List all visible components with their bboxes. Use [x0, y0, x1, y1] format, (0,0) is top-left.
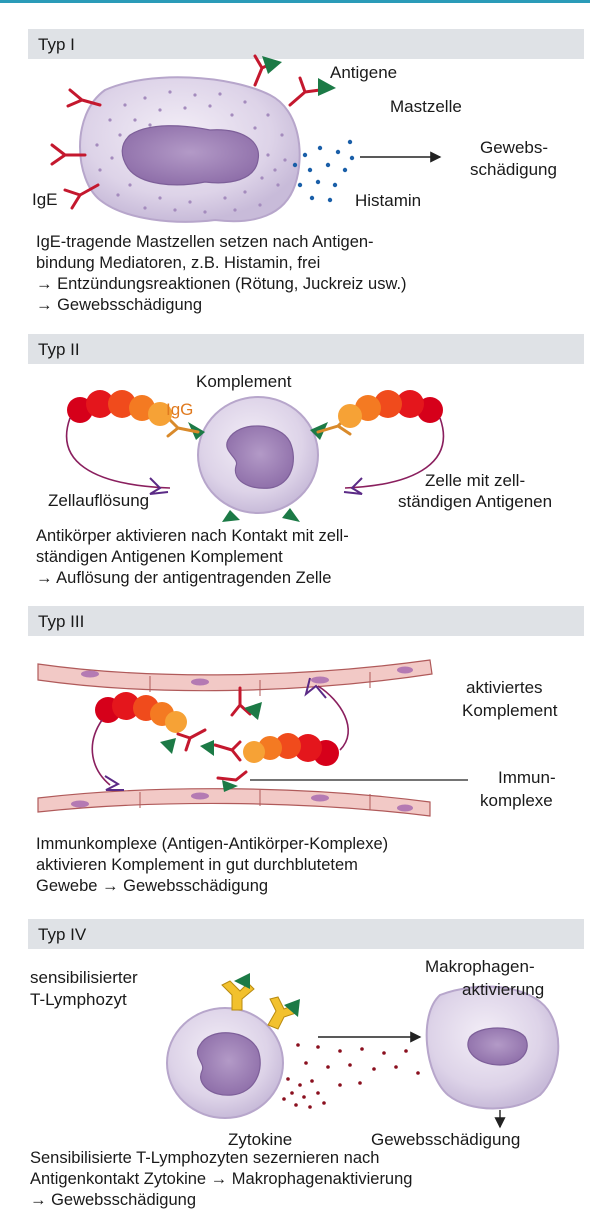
label-komplement: Komplement [196, 372, 291, 392]
panel-header-typ-4: Typ IV [28, 919, 584, 949]
label-gewebs-2: schädigung [470, 160, 557, 180]
panel-typ-4: Typ IV sensibilisierter [0, 900, 590, 1203]
label-immun-1: Immun- [498, 768, 556, 788]
description-line: Immunkomplexe (Antigen-Antikörper-Komple… [36, 834, 586, 855]
label-immun-2: komplexe [480, 791, 553, 811]
complement-chain-left [67, 390, 172, 426]
description-line: → Auflösung der antigentragenden Zelle [36, 568, 586, 589]
label-gewebsschaedigung: Gewebsschädigung [371, 1130, 520, 1150]
description-typ-1: IgE-tragende Mastzellen setzen nach Anti… [36, 232, 586, 316]
label-sensibil-1: sensibilisierter [30, 968, 138, 988]
description-line: ständigen Antigenen Komplement [36, 547, 586, 568]
description-line: IgE-tragende Mastzellen setzen nach Anti… [36, 232, 586, 253]
description-line: bindung Mediatoren, z.B. Histamin, frei [36, 253, 586, 274]
label-aktiviertes-1: aktiviertes [466, 678, 543, 698]
panel-title: Typ II [38, 340, 80, 360]
lysis-path-left [67, 418, 170, 488]
complement-chain-left [95, 692, 187, 733]
vessel-lower [38, 789, 430, 816]
description-line: → Entzündungsreaktionen (Rötung, Juckrei… [36, 274, 586, 295]
description-line: aktivieren Komplement in gut durchblutet… [36, 855, 586, 876]
label-antigene: Antigene [330, 63, 397, 83]
panel-typ-3: Typ III [0, 600, 590, 900]
label-aktiviertes-2: Komplement [462, 701, 557, 721]
mast-cell-nucleus [122, 126, 258, 185]
label-makro-1: Makrophagen- [425, 957, 535, 977]
label-gewebs-1: Gewebs- [480, 138, 548, 158]
panel-header-typ-1: Typ I [28, 29, 584, 59]
label-mastzelle: Mastzelle [390, 97, 462, 117]
lysis-arrow-left [150, 478, 168, 494]
activation-path-left [92, 720, 110, 785]
description-typ-3: Immunkomplexe (Antigen-Antikörper-Komple… [36, 834, 586, 897]
description-line: Gewebe → Gewebsschädigung [36, 876, 586, 897]
label-zytokine: Zytokine [228, 1130, 292, 1150]
label-zellaufloesung: Zellauflösung [48, 491, 149, 511]
panel-title: Typ IV [38, 925, 86, 945]
description-line: → Gewebsschädigung [36, 295, 586, 316]
label-zelle-1: Zelle mit zell- [425, 471, 525, 491]
description-line: Antikörper aktivieren nach Kontakt mit z… [36, 526, 586, 547]
panel-header-typ-2: Typ II [28, 334, 584, 364]
label-histamin: Histamin [355, 191, 421, 211]
description-typ-2: Antikörper aktivieren nach Kontakt mit z… [36, 526, 586, 589]
label-igg: IgG [166, 400, 193, 420]
description-line: Sensibilisierte T-Lymphozyten sezerniere… [30, 1148, 590, 1169]
label-sensibil-2: T-Lymphozyt [30, 990, 127, 1010]
antigen-triangles [262, 56, 336, 96]
panel-typ-1: Typ I [0, 0, 590, 330]
description-line: Antigenkontakt Zytokine → Makrophagenakt… [30, 1169, 590, 1190]
cytokine-dots [282, 1043, 420, 1109]
complement-lysis-diagram [0, 370, 590, 540]
immune-complex-antibodies [178, 688, 250, 780]
complement-chain-right [243, 733, 339, 766]
panel-title: Typ I [38, 35, 75, 55]
label-makro-2: aktivierung [462, 980, 544, 1000]
histamine-dots [293, 140, 354, 202]
label-zelle-2: ständigen Antigenen [398, 492, 552, 512]
label-ige: IgE [32, 190, 58, 210]
panel-typ-2: Typ II K [0, 330, 590, 600]
activation-path-right [318, 686, 348, 750]
lysis-arrow-right [344, 478, 362, 494]
description-line: → Gewebsschädigung [30, 1190, 590, 1211]
panel-header-typ-3: Typ III [28, 606, 584, 636]
complement-chain-right [338, 390, 443, 428]
panel-title: Typ III [38, 612, 84, 632]
description-typ-4: Sensibilisierte T-Lymphozyten sezerniere… [30, 1148, 590, 1211]
t-lymphocyte-nucleus [197, 1033, 260, 1095]
